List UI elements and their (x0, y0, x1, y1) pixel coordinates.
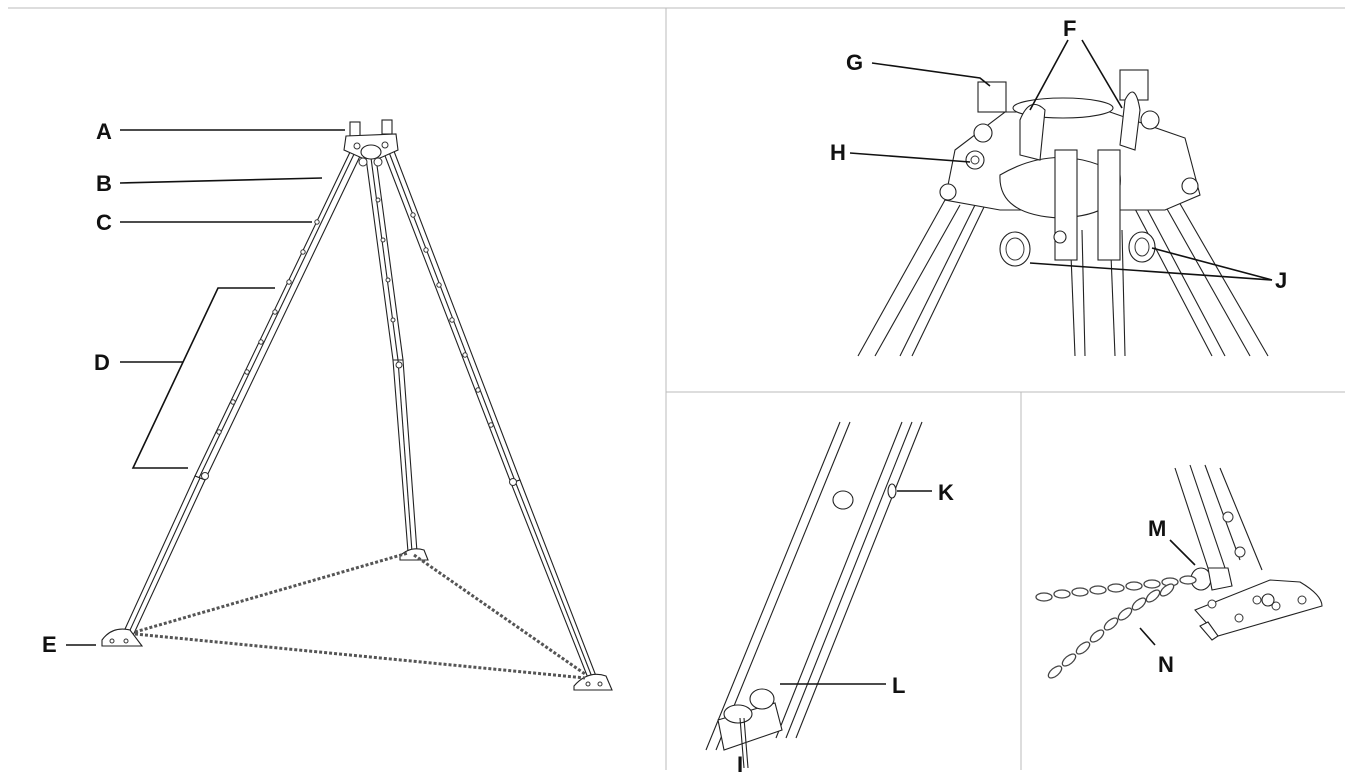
panel-borders (8, 7, 1345, 770)
label-j: J (1275, 268, 1287, 293)
right-leg (381, 145, 597, 679)
label-g: G (846, 50, 863, 75)
chain-links (1035, 575, 1197, 679)
label-l: L (892, 673, 905, 698)
label-h: H (830, 140, 846, 165)
tripod-head (343, 119, 399, 167)
label-n: N (1158, 652, 1174, 677)
label-a: A (96, 119, 112, 144)
back-leg (365, 157, 418, 553)
label-c: C (96, 210, 112, 235)
label-i: I (737, 752, 743, 775)
label-b: B (96, 171, 112, 196)
callouts-panel-1 (66, 129, 345, 646)
label-k: K (938, 480, 954, 505)
tripod-overview: A B C D E (42, 119, 613, 691)
leg-pin-detail: K L I (705, 421, 954, 777)
chains (134, 551, 586, 680)
label-d: D (94, 350, 110, 375)
foot-chain-detail: M N (1035, 464, 1323, 679)
label-e: E (42, 632, 57, 657)
head-detail: F G H J (830, 16, 1287, 357)
feet (101, 548, 613, 691)
label-m: M (1148, 516, 1166, 541)
callouts-panel-2 (849, 39, 1273, 281)
label-f: F (1063, 16, 1076, 41)
